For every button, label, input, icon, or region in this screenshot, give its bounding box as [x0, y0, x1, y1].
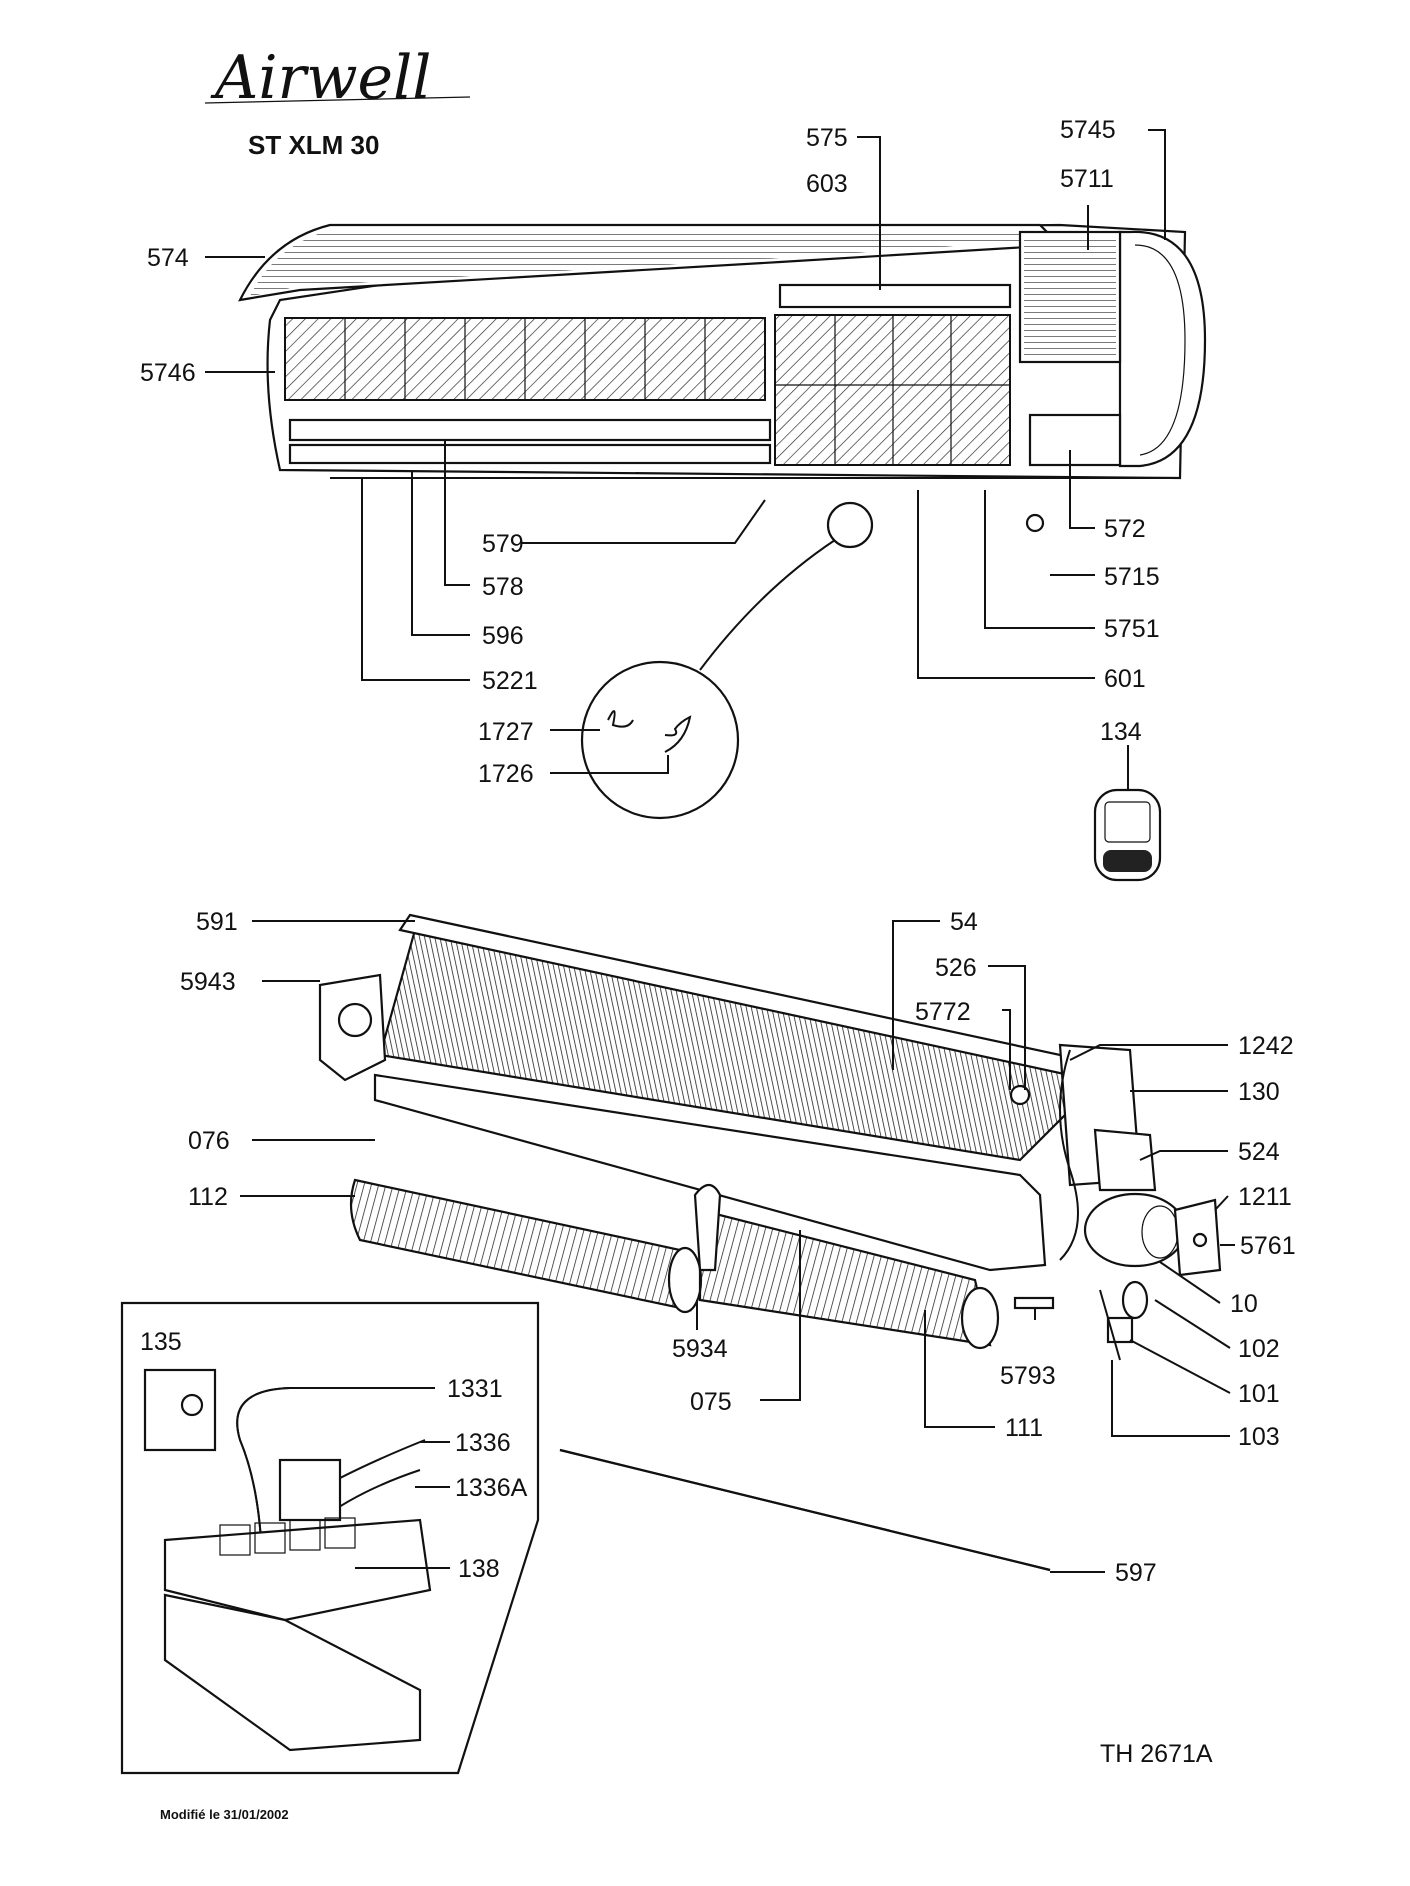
- fan-end-right: [960, 1286, 1000, 1350]
- pcb-bracket: [163, 1593, 422, 1752]
- label-524: 524: [1238, 1138, 1280, 1166]
- label-575: 575: [806, 124, 848, 152]
- filter-right-dividers: [775, 315, 1010, 465]
- label-1242: 1242: [1238, 1032, 1294, 1060]
- label-102: 102: [1238, 1335, 1280, 1363]
- label-101: 101: [1238, 1380, 1280, 1408]
- display-panel-572: [1028, 413, 1122, 467]
- label-111: 111: [1005, 1414, 1043, 1442]
- label-1726: 1726: [478, 760, 534, 788]
- coupling-5934: [693, 1183, 722, 1272]
- label-5711: 5711: [1060, 165, 1114, 193]
- ionizer-575: [778, 283, 1012, 309]
- fan-motor-10: [1083, 1192, 1187, 1268]
- brand-logo: Airwell: [210, 43, 431, 113]
- louver-578: [288, 418, 772, 442]
- cross-flow-fan-112: [349, 1178, 692, 1312]
- label-1211: 1211: [1238, 1183, 1292, 1211]
- label-1336: 1336: [455, 1429, 511, 1457]
- label-526: 526: [935, 954, 977, 982]
- front-panel-stripes: [250, 230, 1040, 296]
- label-5715: 5715: [1104, 563, 1160, 591]
- clip-1727: [607, 710, 634, 728]
- label-5221: 5221: [482, 667, 538, 695]
- label-5751: 5751: [1104, 615, 1160, 643]
- clip-1726: [664, 715, 692, 753]
- label-5772: 5772: [915, 998, 971, 1026]
- label-076: 076: [188, 1127, 230, 1155]
- label-135: 135: [140, 1328, 182, 1356]
- end-cover-5745: [1118, 230, 1207, 468]
- drain-tray-076: [373, 1073, 1047, 1272]
- chassis-assembly: [318, 913, 1222, 1361]
- relays: [219, 1517, 356, 1556]
- clip-5793: [1013, 1296, 1055, 1310]
- louver-596: [288, 443, 772, 465]
- label-103: 103: [1238, 1423, 1280, 1451]
- logo-underline: [204, 96, 471, 104]
- transformer: [278, 1458, 342, 1522]
- label-1727: 1727: [478, 718, 534, 746]
- drawing-reference: TH 2671A: [1100, 1740, 1213, 1768]
- label-134: 134: [1100, 718, 1142, 746]
- label-603: 603: [806, 170, 848, 198]
- remote-buttons: [1103, 850, 1152, 872]
- grille-slats: [1024, 238, 1116, 358]
- pcb-135-buzzer: [180, 1393, 204, 1417]
- label-112: 112: [188, 1183, 228, 1211]
- main-pcb-138: [163, 1518, 432, 1622]
- label-597: 597: [1115, 1559, 1157, 1587]
- drain-rod-597-highlight: [559, 1448, 1051, 1572]
- leader-lines: [205, 129, 1235, 1573]
- pcb-135: [143, 1368, 217, 1452]
- label-130: 130: [1238, 1078, 1280, 1106]
- bearing-5943: [337, 1002, 373, 1038]
- electronics-inset: [120, 1301, 540, 1775]
- remote-screen: [1104, 801, 1151, 843]
- modified-date-note: Modifié le 31/01/2002: [160, 1807, 289, 1822]
- pipe-1242: [1059, 1049, 1079, 1261]
- label-1331: 1331: [447, 1375, 503, 1403]
- stepper-motor-102: [1121, 1280, 1149, 1320]
- label-5943: 5943: [180, 968, 236, 996]
- filter-left-dividers: [344, 318, 706, 400]
- label-5745: 5745: [1060, 116, 1116, 144]
- label-574: 574: [147, 244, 189, 272]
- label-572: 572: [1104, 515, 1146, 543]
- label-54: 54: [950, 908, 978, 936]
- electrical-box-524: [1093, 1128, 1157, 1192]
- detail-circle: [580, 660, 740, 820]
- model-name: ST XLM 30: [248, 130, 379, 160]
- end-cover-inner: [1134, 244, 1186, 456]
- label-138: 138: [458, 1555, 500, 1583]
- label-579: 579: [482, 530, 524, 558]
- label-075: 075: [690, 1388, 732, 1416]
- motor-mount-5761: [1192, 1232, 1208, 1248]
- label-578: 578: [482, 573, 524, 601]
- sensor-5772: [1009, 1084, 1031, 1106]
- label-5934: 5934: [672, 1335, 728, 1363]
- label-601: 601: [1104, 665, 1146, 693]
- label-596: 596: [482, 622, 524, 650]
- indoor-unit-assembly: [238, 223, 1207, 882]
- screw-cap-5715: [1025, 513, 1045, 533]
- label-1336A: 1336A: [455, 1474, 528, 1502]
- detail-marker: [826, 501, 874, 549]
- label-591: 591: [196, 908, 238, 936]
- detail-leader: [699, 539, 836, 671]
- label-10: 10: [1230, 1290, 1258, 1318]
- label-5746: 5746: [140, 359, 196, 387]
- label-5793: 5793: [1000, 1362, 1056, 1390]
- part-labels: 575 603 5745 5711 574 5746 579 578 596 5…: [140, 116, 1296, 1587]
- link-103: [1099, 1289, 1121, 1361]
- label-5761: 5761: [1240, 1232, 1296, 1260]
